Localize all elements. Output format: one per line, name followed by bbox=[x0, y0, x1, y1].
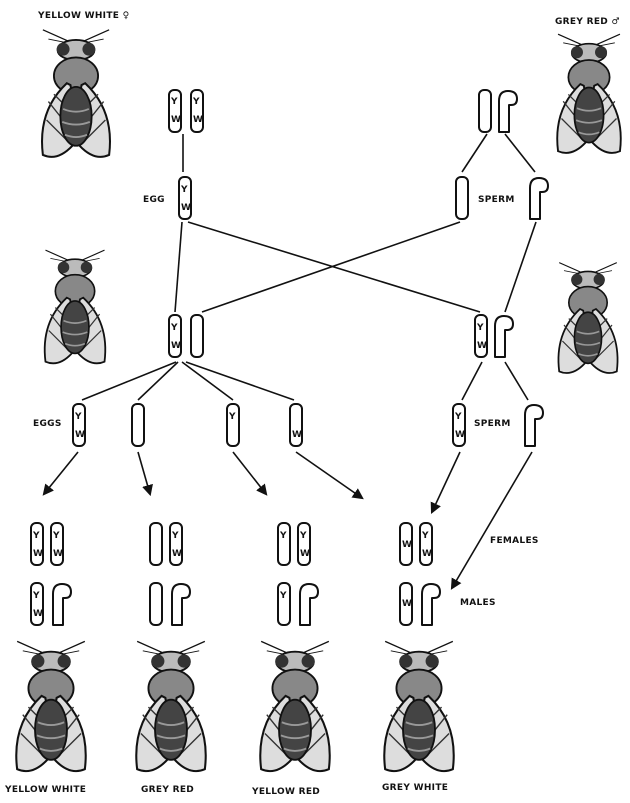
svg-text:Y: Y bbox=[192, 97, 200, 107]
fly-icon bbox=[135, 640, 207, 773]
svg-text:Y: Y bbox=[279, 531, 287, 541]
fly-icon bbox=[15, 640, 87, 773]
svg-text:Y: Y bbox=[228, 412, 236, 422]
fly-icon bbox=[259, 640, 331, 773]
svg-text:Y: Y bbox=[170, 97, 178, 107]
svg-text:W: W bbox=[181, 203, 191, 213]
egg-yw: Y W bbox=[72, 403, 86, 447]
f2-female-4: W Y W bbox=[399, 522, 433, 566]
svg-text:W: W bbox=[53, 549, 63, 559]
svg-text:Y: Y bbox=[74, 412, 82, 422]
fly-icon bbox=[557, 261, 619, 375]
svg-text:W: W bbox=[172, 549, 182, 559]
svg-text:W: W bbox=[33, 609, 43, 619]
f2-male-3: Y bbox=[277, 582, 319, 626]
fly-icon bbox=[556, 33, 622, 155]
offspring-4-label: GREY WHITE bbox=[382, 783, 448, 793]
f2-male-4: W bbox=[399, 582, 441, 626]
f2-male-2 bbox=[149, 582, 191, 626]
offspring-3-label: YELLOW RED bbox=[251, 787, 320, 797]
svg-text:W: W bbox=[477, 341, 487, 351]
f2-female-3: Y Y W bbox=[277, 522, 311, 566]
offspring-1-label: YELLOW WHITE bbox=[4, 785, 86, 795]
svg-text:W: W bbox=[292, 430, 302, 440]
f1-male-chromosomes: Y W bbox=[474, 314, 514, 358]
fly-icon bbox=[43, 249, 107, 365]
svg-text:Y: Y bbox=[299, 531, 307, 541]
svg-text:W: W bbox=[402, 540, 412, 550]
f2-female-1: Y W Y W bbox=[30, 522, 64, 566]
egg-chromosome: Y W bbox=[178, 176, 192, 220]
svg-text:W: W bbox=[300, 549, 310, 559]
eggs-label: EGGS bbox=[33, 419, 62, 429]
fly-icon bbox=[40, 28, 112, 158]
offspring-2-label: GREY RED bbox=[141, 785, 194, 795]
svg-text:Y: Y bbox=[32, 531, 40, 541]
sperm-label: SPERM bbox=[478, 195, 515, 205]
svg-text:Y: Y bbox=[421, 531, 429, 541]
svg-text:W: W bbox=[402, 599, 412, 609]
svg-text:Y: Y bbox=[180, 185, 188, 195]
f2-male-1: Y W bbox=[30, 582, 72, 626]
svg-text:W: W bbox=[171, 115, 181, 125]
svg-text:W: W bbox=[422, 549, 432, 559]
svg-text:W: W bbox=[171, 341, 181, 351]
parent-male-label: GREY RED ♂ bbox=[555, 17, 620, 27]
parent-female-chromosomes: Y W Y W bbox=[168, 89, 204, 133]
sperm-hook bbox=[524, 404, 544, 447]
svg-text:Y: Y bbox=[476, 323, 484, 333]
egg-y: Y bbox=[226, 403, 240, 447]
males-label: MALES bbox=[460, 598, 496, 608]
svg-text:Y: Y bbox=[279, 591, 287, 601]
svg-text:Y: Y bbox=[454, 412, 462, 422]
svg-text:Y: Y bbox=[32, 591, 40, 601]
sperm-chromosome bbox=[455, 176, 469, 220]
f1-female-chromosomes: Y W bbox=[168, 314, 204, 358]
sperm-yw: Y W bbox=[452, 403, 466, 447]
sperm-label-2: SPERM bbox=[474, 419, 511, 429]
females-label: FEMALES bbox=[490, 536, 539, 546]
parent-male-chromosomes bbox=[478, 89, 518, 133]
svg-text:W: W bbox=[75, 430, 85, 440]
svg-text:Y: Y bbox=[171, 531, 179, 541]
svg-text:W: W bbox=[33, 549, 43, 559]
f2-female-2: Y W bbox=[149, 522, 183, 566]
svg-text:W: W bbox=[193, 115, 203, 125]
svg-text:Y: Y bbox=[52, 531, 60, 541]
fly-icon bbox=[383, 640, 455, 773]
svg-text:Y: Y bbox=[170, 323, 178, 333]
svg-text:W: W bbox=[455, 430, 465, 440]
egg-label: EGG bbox=[143, 195, 165, 205]
sperm-chromosome bbox=[529, 177, 549, 220]
egg-w: W bbox=[289, 403, 303, 447]
egg-plain bbox=[131, 403, 145, 447]
parent-female-label: YELLOW WHITE ♀ bbox=[37, 11, 130, 21]
